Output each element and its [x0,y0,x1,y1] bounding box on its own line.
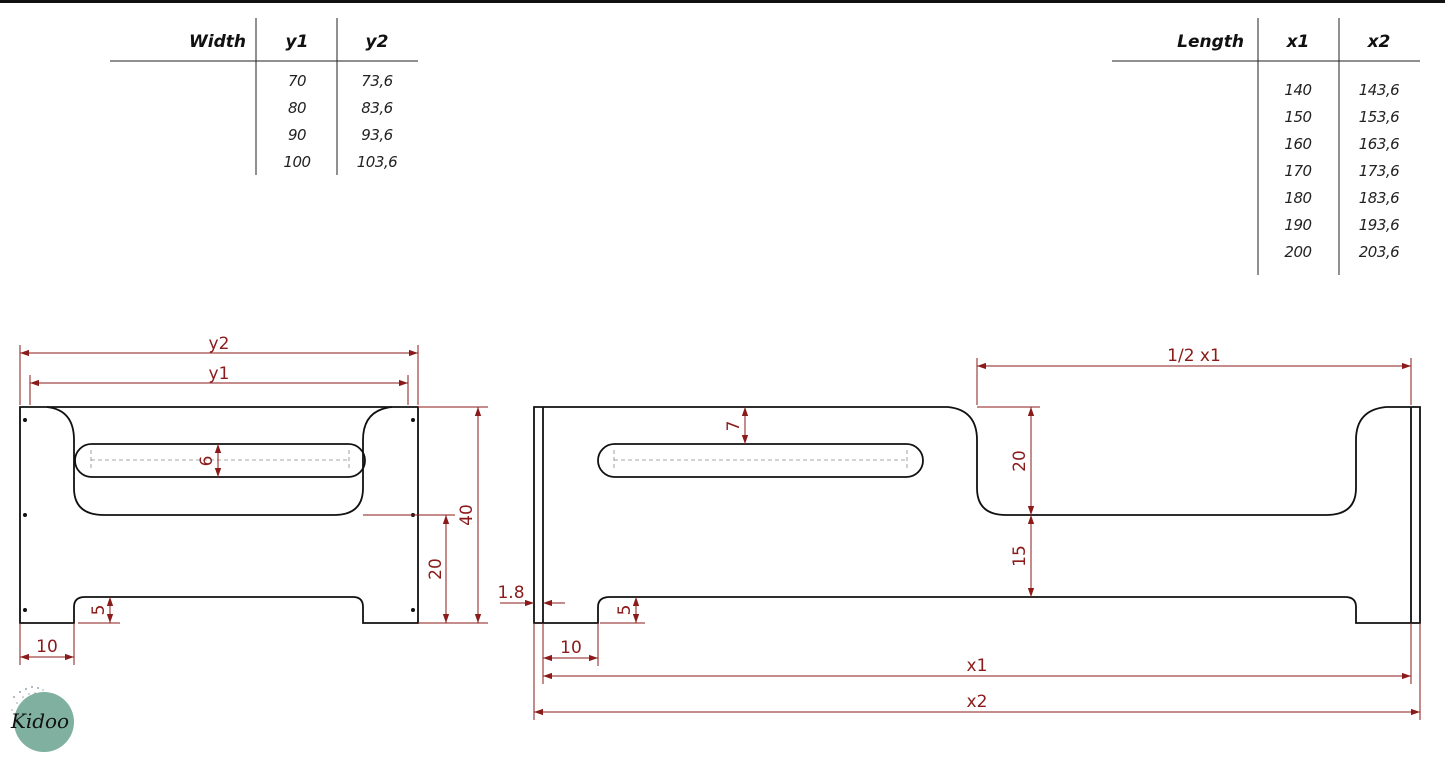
screw-hole [411,608,415,612]
table-cell: 200 [1284,243,1311,261]
end-panel-slot [74,443,366,478]
logo-circle [14,692,74,752]
table-cell: 203,6 [1359,243,1399,261]
length-table: Length x1 x2 140 143,6 150 153,6 160 163,6 170… [1112,18,1420,275]
end-panel: y2 y1 40 20 5 10 6 [19,334,488,665]
table-cell: 73,6 [361,72,392,90]
side-panel-slot [597,443,924,478]
table-cell: 170 [1284,162,1311,180]
y1-header: y1 [286,32,309,52]
table-cell: 90 [288,126,306,144]
table-cell: 180 [1284,189,1311,207]
table-cell: 100 [283,153,310,171]
y2-header: y2 [366,32,389,52]
side-panel-outline [533,406,1421,624]
table-cell: 193,6 [1359,216,1399,234]
dim-y2: y2 [209,334,230,354]
screw-hole [411,418,415,422]
table-cell: 70 [288,72,306,90]
width-table: Width y1 y2 70 73,6 80 83,6 90 93,6 100 103,6 [110,18,418,175]
dim-x2: x2 [967,692,988,712]
dim-notch-10-side: 10 [560,638,582,658]
dim-notch-5-side: 5 [615,605,635,616]
dim-slot-6: 6 [197,456,217,467]
dim-half-x1: 1/2 x1 [1167,346,1221,366]
length-header: Length [1177,32,1244,52]
width-header: Width [189,32,246,52]
dim-x1: x1 [967,656,988,676]
logo-text: Kidoo [10,709,69,733]
side-panel: 1/2 x1 7 20 15 1.8 5 10 x1 x2 [497,346,1421,720]
dim-y1: y1 [209,364,230,384]
table-cell: 103,6 [357,153,397,171]
dim-middle-15: 15 [1010,545,1030,567]
table-cell: 190 [1284,216,1311,234]
end-panel-outline [19,406,419,624]
dim-notch-5: 5 [89,605,109,616]
x2-header: x2 [1367,32,1391,52]
dim-cutout-20: 20 [1010,450,1030,472]
end-panel-cutout [46,406,393,516]
table-cell: 160 [1284,135,1311,153]
table-cell: 140 [1284,81,1311,99]
dim-notch-10: 10 [36,637,58,657]
table-cell: 83,6 [361,99,392,117]
kidoo-logo: Kidoo [10,686,74,752]
table-cell: 153,6 [1359,108,1399,126]
dim-height-40: 40 [457,504,477,526]
table-cell: 173,6 [1359,162,1399,180]
x1-header: x1 [1286,32,1310,52]
table-cell: 143,6 [1359,81,1399,99]
table-cell: 80 [288,99,306,117]
table-cell: 163,6 [1359,135,1399,153]
screw-hole [23,418,27,422]
dim-top-7: 7 [724,421,744,432]
screw-hole [23,608,27,612]
dim-thickness-1-8: 1.8 [497,583,524,603]
dim-lower-20: 20 [426,558,446,580]
table-cell: 150 [1284,108,1311,126]
table-cell: 183,6 [1359,189,1399,207]
screw-hole [23,513,27,517]
table-cell: 93,6 [361,126,392,144]
